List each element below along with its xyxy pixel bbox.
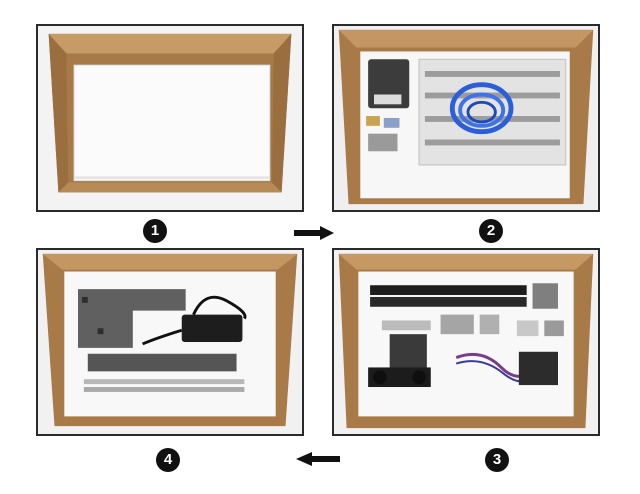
arrow-left-icon (296, 452, 340, 466)
extrusions-carriage-image (334, 250, 598, 434)
step-2-photo (332, 24, 600, 212)
arrow-right-icon (294, 226, 334, 240)
step-3-photo (332, 248, 600, 436)
hardware-rails-image (334, 26, 598, 210)
step-number-1: 1 (143, 219, 167, 243)
step-4-photo (36, 248, 304, 436)
plates-adapter-image (38, 250, 302, 434)
step-number-2: 2 (479, 219, 503, 243)
step-1-photo (36, 24, 304, 212)
box-foam-image (38, 26, 302, 210)
step-number-3: 3 (485, 448, 509, 472)
step-number-4: 4 (156, 448, 180, 472)
